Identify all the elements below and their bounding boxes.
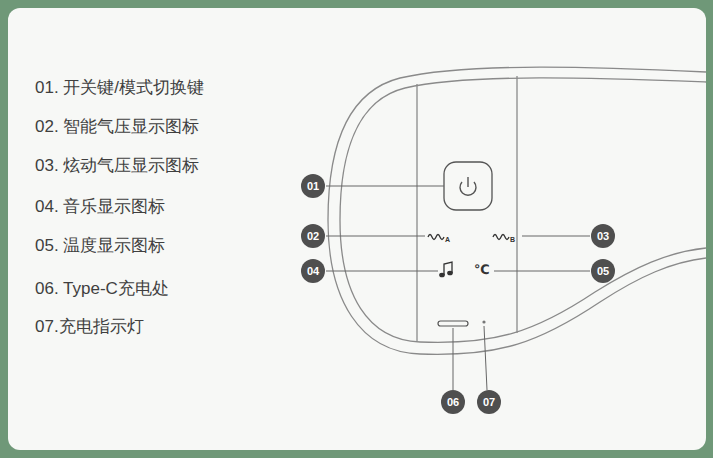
panel-divider [516, 76, 517, 333]
callout-number-text: 03 [597, 230, 609, 242]
callout-number-text: 02 [307, 230, 319, 242]
type-c-port [438, 321, 468, 326]
leader-line [522, 236, 590, 237]
icon-label: A [445, 236, 450, 244]
airpressure-icon-b [493, 235, 509, 240]
music-icon [440, 262, 452, 277]
leader-line [326, 236, 425, 237]
callout-number-text: 05 [597, 265, 609, 277]
massager-outer-outline [328, 67, 706, 354]
leader-line [326, 271, 438, 272]
callout-number-text: 04 [307, 265, 319, 277]
callout-number: 07 [477, 390, 501, 414]
callout-number: 01 [301, 174, 325, 198]
callout-number-text: 06 [447, 396, 459, 408]
legend-list-item: 06. Type-C充电处 [35, 279, 169, 299]
leader-line [484, 326, 487, 390]
panel-divider [416, 84, 417, 341]
callout-number-text: 01 [307, 180, 319, 192]
charge-indicator-light [482, 320, 485, 323]
callout-number: 03 [591, 224, 615, 248]
massager-inner-outline [340, 78, 706, 343]
leader-line [453, 328, 454, 390]
legend-list-item: 07.充电指示灯 [35, 317, 144, 337]
callout-number: 06 [441, 390, 465, 414]
callout-number-text: 07 [483, 396, 495, 408]
leader-line [494, 271, 590, 272]
callout-number: 02 [301, 224, 325, 248]
icon-label: ℃ [474, 262, 490, 278]
icon-label: B [510, 236, 515, 244]
callout-number: 05 [591, 259, 615, 283]
legend-list-item: 01. 开关键/模式切换键 [35, 78, 204, 98]
legend-list-item: 03. 炫动气压显示图标 [35, 156, 199, 176]
legend-list-item: 02. 智能气压显示图标 [35, 117, 199, 137]
callout-number: 04 [301, 259, 325, 283]
leader-line [326, 186, 444, 187]
airpressure-icon-a [428, 235, 444, 240]
legend-list-item: 05. 温度显示图标 [35, 236, 165, 256]
power-button [444, 162, 492, 210]
legend-list-item: 04. 音乐显示图标 [35, 197, 165, 217]
